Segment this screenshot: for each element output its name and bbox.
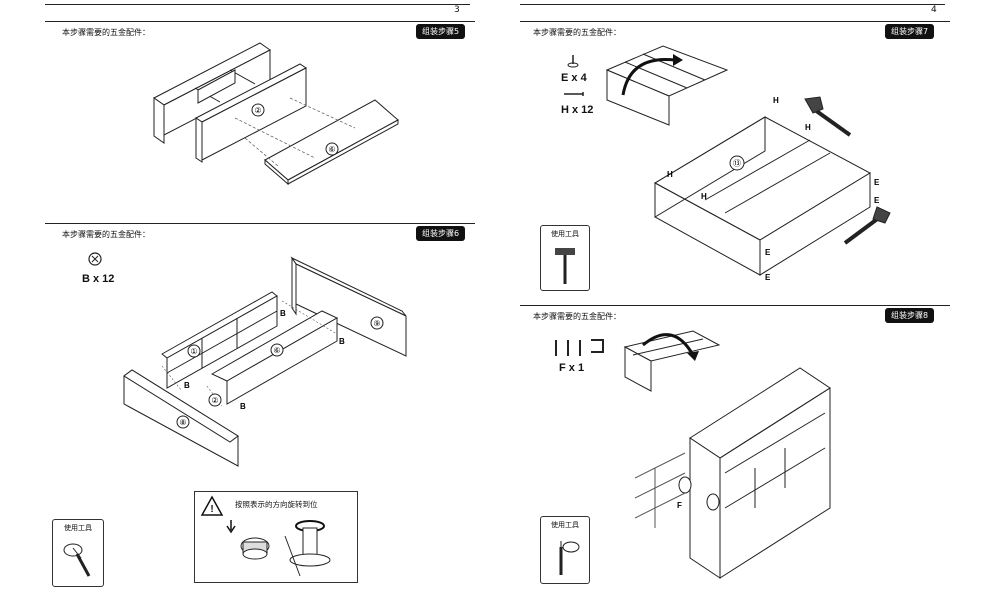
part-letter-b: B xyxy=(280,309,286,318)
step8-hardware-header: 本步骤需要的五金配件： xyxy=(533,312,621,321)
step7-badge: 组装步骤7 xyxy=(885,24,935,39)
step5-part-label-2: ② xyxy=(254,106,261,115)
step6-hardware-qty: B x 12 xyxy=(82,273,115,285)
top-rule xyxy=(520,4,945,5)
part-letter-e: E xyxy=(874,196,880,205)
tools-label: 使用工具 xyxy=(551,521,579,529)
flip-diagram xyxy=(623,330,721,392)
part-letter-h: H xyxy=(805,123,811,132)
step6-rule xyxy=(45,223,475,224)
hammer-icon xyxy=(804,96,852,137)
step5-badge: 组装步骤5 xyxy=(416,24,466,39)
rotate-instruction: 按照表示的方向旋转到位 xyxy=(235,500,318,509)
svg-text:!: ! xyxy=(210,504,213,515)
step8-hardware-qty: F x 1 xyxy=(559,362,585,374)
cam-lock-detail xyxy=(226,520,331,577)
step6-warning-box: ! 按照表示的方向旋转到位 xyxy=(194,491,358,583)
step6-badge: 组装步骤6 xyxy=(416,226,466,241)
step7-diagram: ⑬ H H H H E E E E xyxy=(653,96,891,282)
step8-rule xyxy=(520,305,950,306)
flip-diagram xyxy=(605,45,729,126)
screwdriver-icon xyxy=(63,543,91,577)
step8-badge: 组装步骤8 xyxy=(885,308,935,323)
top-rule xyxy=(45,4,470,5)
tools-label: 使用工具 xyxy=(64,524,92,532)
part-letter-b: B xyxy=(339,337,345,346)
step8-diagram: F xyxy=(634,367,831,579)
hammer-icon xyxy=(555,248,575,284)
manual-page-4: 4 本步骤需要的五金配件： 组装步骤7 E x 4 H x 12 xyxy=(495,0,990,591)
part-letter-b: B xyxy=(184,381,190,390)
step6-part-label-2: ② xyxy=(211,396,218,405)
step5-diagram: ② ⑥ xyxy=(153,42,399,186)
part-letter-e: E xyxy=(765,273,771,282)
manual-page-3: 3 本步骤需要的五金配件： 组装步骤5 ② xyxy=(45,4,475,587)
step6-part-label-1: ① xyxy=(190,347,197,356)
step7-hardware-qty-h: H x 12 xyxy=(561,104,594,116)
hammer-icon xyxy=(843,206,891,245)
step6-part-label-6: ⑥ xyxy=(273,346,280,355)
part-letter-b: B xyxy=(240,402,246,411)
cam-lock-icon xyxy=(88,252,102,266)
step8-tools-box: 使用工具 xyxy=(540,516,590,584)
pin-icon xyxy=(567,55,579,68)
step6-diagram: ① ② ⑥ ⑨ ⑧ B B B B xyxy=(123,256,407,467)
part-letter-f: F xyxy=(677,501,682,510)
step7-hardware-qty-e: E x 4 xyxy=(561,72,587,84)
step6-part-label-8: ⑧ xyxy=(179,418,186,427)
step5-part-label-6: ⑥ xyxy=(328,145,335,154)
part-letter-e: E xyxy=(765,248,771,257)
screwdriver-icon xyxy=(559,541,580,575)
tools-label: 使用工具 xyxy=(551,230,579,238)
step7-hardware-header: 本步骤需要的五金配件： xyxy=(533,28,621,37)
step6-hardware-header: 本步骤需要的五金配件： xyxy=(62,230,150,239)
part-letter-h: H xyxy=(773,96,779,105)
nail-icon xyxy=(564,92,584,96)
step7-tools-box: 使用工具 xyxy=(540,225,590,291)
step6-part-label-9: ⑨ xyxy=(373,319,380,328)
part-letter-h: H xyxy=(701,192,707,201)
step5-rule xyxy=(45,21,475,22)
page-number: 3 xyxy=(454,5,460,15)
page-number: 4 xyxy=(931,5,937,15)
part-letter-h: H xyxy=(667,170,673,179)
step5-hardware-header: 本步骤需要的五金配件： xyxy=(62,28,150,37)
screw-anchor-bracket-icon xyxy=(555,339,604,356)
step6-tools-box: 使用工具 xyxy=(52,519,104,587)
step7-part-label: ⑬ xyxy=(733,159,741,168)
step7-rule xyxy=(520,21,950,22)
part-letter-e: E xyxy=(874,178,880,187)
warning-icon: ! xyxy=(200,495,224,516)
